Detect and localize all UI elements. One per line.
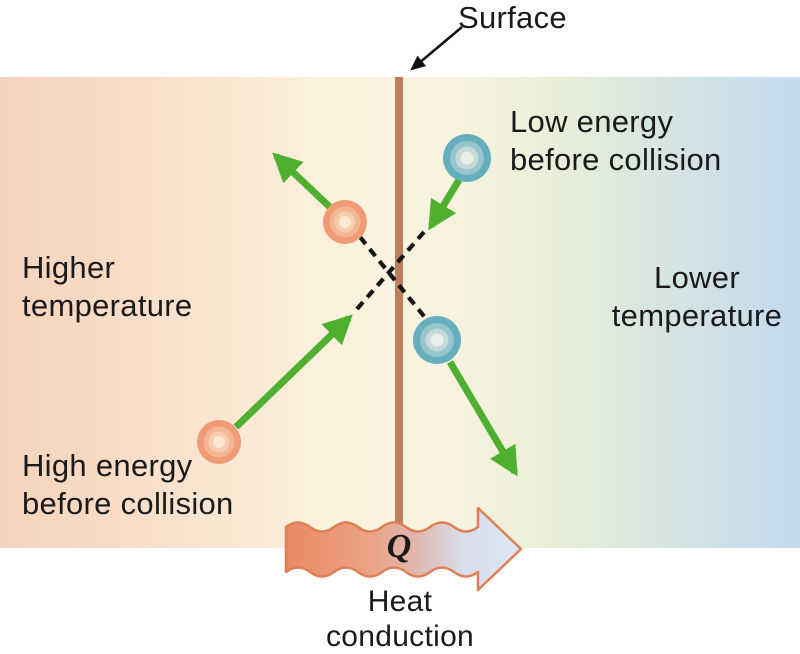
heat-flow-arrow-icon bbox=[284, 506, 523, 592]
motion-arrows bbox=[233, 152, 519, 477]
lower-temperature-label: Lower temperature bbox=[611, 260, 783, 333]
surface-line bbox=[395, 77, 403, 555]
arrow-down-left-before-collision-icon bbox=[428, 178, 462, 231]
arrow-up-right-before-collision-icon bbox=[233, 314, 353, 430]
high-energy-label: High energy before collision bbox=[22, 448, 234, 521]
hot-molecule-after-collision bbox=[323, 200, 367, 244]
dashed-path-hot-to-cold bbox=[358, 235, 429, 322]
low-energy-label: Low energy before collision bbox=[510, 104, 722, 177]
heat-symbol-label: Q bbox=[386, 528, 412, 565]
arrow-up-left-after-collision-icon bbox=[272, 152, 338, 215]
surface-label: Surface bbox=[458, 0, 567, 35]
collision-dashed-paths bbox=[355, 230, 429, 322]
heat-conduction-caption: Heat conduction bbox=[325, 585, 475, 653]
hot-molecule-before-collision bbox=[197, 420, 241, 464]
higher-temperature-label: Higher temperature bbox=[22, 250, 193, 323]
cold-molecule-after-collision bbox=[413, 316, 461, 364]
arrow-down-right-after-collision-icon bbox=[446, 360, 519, 477]
dashed-path-cold-to-hot bbox=[355, 230, 426, 311]
cold-molecule-before-collision bbox=[443, 134, 491, 182]
surface-pointer-arrow-icon bbox=[410, 26, 463, 71]
